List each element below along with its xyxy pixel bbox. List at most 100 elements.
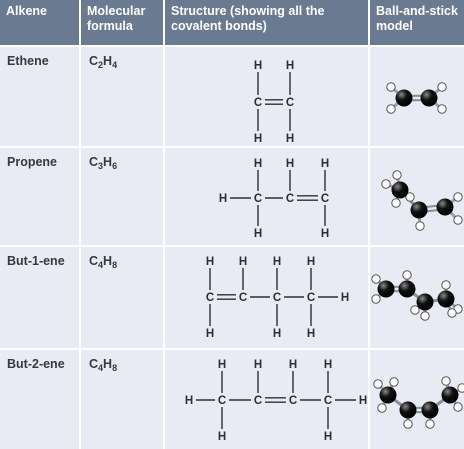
carbon-atom-ball — [416, 293, 434, 311]
carbon-atom-ball — [421, 401, 439, 419]
hydrogen-atom-label: H — [359, 395, 367, 407]
carbon-atom-label: C — [321, 193, 329, 205]
hydrogen-atom-label: H — [206, 256, 214, 268]
hydrogen-atom-ball — [405, 192, 415, 202]
hydrogen-atom-ball — [386, 82, 396, 92]
carbon-atom-label: C — [286, 193, 294, 205]
but-2-ene-ball-and-stick-model — [373, 376, 464, 429]
hydrogen-atom-ball — [453, 192, 463, 202]
carbon-atom-ball — [377, 280, 395, 298]
carbon-atom-ball — [398, 280, 416, 298]
carbon-atom-ball — [420, 89, 438, 107]
hydrogen-atom-ball — [386, 104, 396, 114]
hydrogen-atom-ball — [373, 379, 383, 389]
hydrogen-atom-ball — [371, 274, 381, 284]
header-alkene: Alkene — [0, 0, 79, 45]
ethene-ball-and-stick-model — [386, 82, 447, 114]
model-cell — [370, 47, 464, 146]
hydrogen-atom-ball — [453, 402, 463, 412]
alkene-name: Propene — [0, 148, 79, 245]
model-cell — [370, 247, 464, 348]
hydrogen-atom-label: H — [321, 158, 329, 170]
hydrogen-atom-label: H — [254, 359, 262, 371]
alkene-name: But-2-ene — [0, 350, 79, 449]
hydrogen-atom-ball — [415, 221, 425, 231]
molecular-formula: C4H8 — [81, 247, 163, 348]
hydrogen-atom-label: H — [218, 431, 226, 443]
carbon-atom-label: C — [218, 395, 226, 407]
propene-structure-diagram: H C C C H H H H H — [219, 158, 329, 240]
hydrogen-atom-label: H — [273, 328, 281, 340]
carbon-atom-ball — [441, 386, 459, 404]
hydrogen-atom-ball — [453, 215, 463, 225]
ethene-structure-diagram: H H C C H H — [254, 60, 294, 145]
carbon-atom-ball — [391, 181, 409, 199]
carbon-atom-label: C — [307, 292, 315, 304]
hydrogen-atom-label: H — [185, 395, 193, 407]
hydrogen-atom-label: H — [254, 60, 262, 72]
carbon-atom-label: C — [254, 97, 262, 109]
structure-cell: H C C C C H H H H H H H — [165, 350, 368, 449]
alkene-name: Ethene — [0, 47, 79, 146]
carbon-atom-label: C — [289, 395, 297, 407]
hydrogen-atom-ball — [420, 311, 430, 321]
hydrogen-atom-ball — [437, 104, 447, 114]
carbon-atom-ball — [399, 401, 417, 419]
hydrogen-atom-label: H — [286, 158, 294, 170]
model-cell — [370, 148, 464, 245]
hydrogen-atom-ball — [437, 82, 447, 92]
hydrogen-atom-label: H — [254, 228, 262, 240]
header-structure: Structure (showing all the covalent bond… — [165, 0, 368, 45]
hydrogen-atom-label: H — [341, 292, 349, 304]
carbon-atom-ball — [437, 290, 455, 308]
hydrogen-atom-label: H — [289, 359, 297, 371]
hydrogen-atom-label: H — [286, 133, 294, 145]
hydrogen-atom-label: H — [254, 158, 262, 170]
hydrogen-atom-label: H — [219, 193, 227, 205]
hydrogen-atom-label: H — [286, 60, 294, 72]
hydrogen-atom-ball — [410, 305, 420, 315]
hydrogen-atom-label: H — [324, 359, 332, 371]
molecular-formula: C3H6 — [81, 148, 163, 245]
carbon-atom-label: C — [286, 97, 294, 109]
alkene-name: But-1-ene — [0, 247, 79, 348]
hydrogen-atom-ball — [391, 198, 401, 208]
molecular-formula: C4H8 — [81, 350, 163, 449]
hydrogen-atom-label: H — [273, 256, 281, 268]
hydrogen-atom-ball — [392, 170, 402, 180]
hydrogen-atom-ball — [441, 376, 451, 386]
hydrogen-atom-ball — [381, 179, 391, 189]
hydrogen-atom-label: H — [321, 228, 329, 240]
hydrogen-atom-label: H — [254, 133, 262, 145]
carbon-atom-ball — [436, 198, 454, 216]
hydrogen-atom-ball — [425, 419, 435, 429]
hydrogen-atom-ball — [371, 294, 381, 304]
header-molecular-formula: Molecular formula — [81, 0, 163, 45]
carbon-atom-label: C — [239, 292, 247, 304]
carbon-atom-ball — [410, 201, 428, 219]
hydrogen-atom-ball — [402, 270, 412, 280]
hydrogen-atom-ball — [457, 383, 464, 393]
hydrogen-atom-ball — [377, 403, 387, 413]
hydrogen-atom-label: H — [218, 359, 226, 371]
structure-cell: H C C C H H H H H — [165, 148, 368, 245]
carbon-atom-label: C — [254, 395, 262, 407]
but-2-ene-structure-diagram: H C C C C H H H H H H H — [185, 359, 367, 443]
carbon-atom-label: C — [273, 292, 281, 304]
carbon-atom-label: C — [324, 395, 332, 407]
hydrogen-atom-ball — [447, 308, 457, 318]
carbon-atom-label: C — [254, 193, 262, 205]
carbon-atom-ball — [379, 386, 397, 404]
but-1-ene-ball-and-stick-model — [371, 270, 463, 321]
hydrogen-atom-ball — [403, 419, 413, 429]
hydrogen-atom-label: H — [307, 256, 315, 268]
hydrogen-atom-ball — [389, 377, 399, 387]
structure-cell: H H C C H H — [165, 47, 368, 146]
hydrogen-atom-label: H — [307, 328, 315, 340]
hydrogen-atom-ball — [441, 280, 451, 290]
hydrogen-atom-label: H — [324, 431, 332, 443]
hydrogen-atom-label: H — [239, 256, 247, 268]
